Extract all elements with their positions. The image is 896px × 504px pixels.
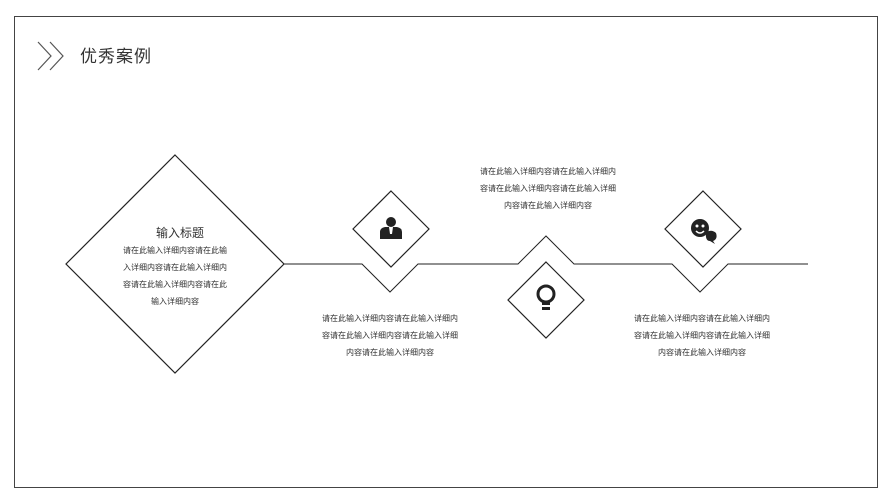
main-card-text: 请在此输入详细内容请在此输 入详细内容请在此输入详细内 容请在此输入详细内容请在… [123, 246, 227, 306]
main-diamond [65, 154, 285, 374]
diamond-2 [507, 261, 585, 339]
main-card-title: 输入标题 [155, 226, 204, 240]
item-3-text: 请在此输入详细内容请在此输入详细内 容请在此输入详细内容请在此输入详细 内容请在… [634, 314, 770, 357]
item-1-text: 请在此输入详细内容请在此输入详细内 容请在此输入详细内容请在此输入详细 内容请在… [322, 314, 458, 357]
page-title: 优秀案例 [80, 47, 152, 67]
lightbulb-icon [536, 284, 556, 310]
chat-icon [691, 219, 717, 244]
slide-frame [14, 16, 878, 488]
connector-line [284, 235, 808, 293]
item-2-text: 请在此输入详细内容请在此输入详细内 容请在此输入详细内容请在此输入详细 内容请在… [480, 167, 616, 210]
person-icon [380, 217, 402, 239]
double-chevron-icon [37, 41, 64, 71]
